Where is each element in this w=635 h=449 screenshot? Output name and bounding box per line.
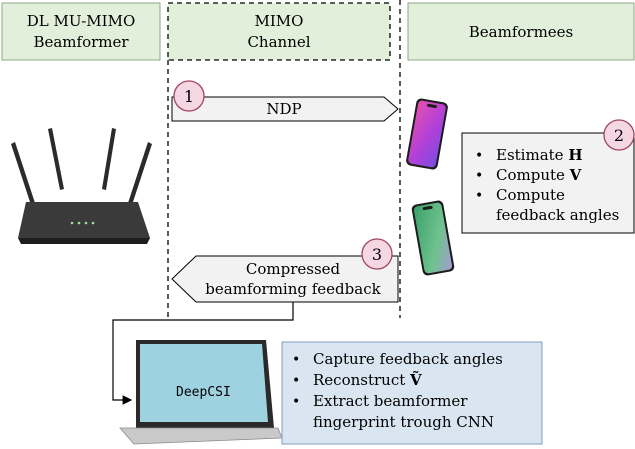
- step2-number: 2: [614, 126, 624, 145]
- estimate-h-text: Estimate: [496, 146, 568, 164]
- extract-fingerprint-line1: Extract beamformer: [313, 392, 468, 410]
- reconstruct-v-text: Reconstruct: [313, 371, 410, 389]
- laptop-screen-label: DeepCSI: [176, 385, 231, 400]
- estimate-h-item: Estimate H: [496, 146, 583, 164]
- connector-arrow: [112, 302, 294, 405]
- ndp-arrow: NDP: [171, 96, 399, 122]
- bullet: •: [475, 168, 483, 184]
- router-icon: [11, 128, 152, 244]
- compute-angles-line1: Compute: [496, 186, 565, 204]
- matrix-h-symbol: H: [568, 146, 582, 164]
- reconstruct-v-item: Reconstruct Ṽ: [313, 370, 422, 389]
- step1-badge: 1: [173, 80, 205, 112]
- header-beamformer-line1: DL MU-MIMO: [27, 12, 136, 30]
- step2-badge: 2: [603, 119, 635, 151]
- deepcsi-box: • Capture feedback angles • Reconstruct …: [281, 341, 543, 445]
- header-channel-line2: Channel: [247, 33, 310, 51]
- feedback-label-line2: beamforming feedback: [205, 280, 381, 298]
- phone-icon-pink: [406, 98, 448, 170]
- matrix-v-tilde-symbol: Ṽ: [409, 370, 422, 389]
- step3-badge: 3: [361, 238, 393, 270]
- ndp-label: NDP: [266, 100, 301, 118]
- header-mimo-channel: MIMO Channel: [167, 2, 391, 61]
- header-channel-line1: MIMO: [255, 12, 304, 30]
- compute-angles-line2: feedback angles: [496, 206, 619, 224]
- header-beamformer-line2: Beamformer: [33, 33, 129, 51]
- bullet: •: [292, 394, 300, 410]
- beamformee-box: • Estimate H • Compute V • Compute feedb…: [461, 132, 635, 234]
- header-beamformer: DL MU-MIMO Beamformer: [1, 2, 161, 61]
- extract-fingerprint-line2: fingerprint trough CNN: [313, 413, 494, 431]
- feedback-arrow: Compressed beamforming feedback: [171, 255, 399, 303]
- bullet: •: [292, 373, 300, 389]
- laptop-icon: DeepCSI: [119, 340, 283, 445]
- capture-angles-item: Capture feedback angles: [313, 350, 503, 368]
- bullet: •: [475, 148, 483, 164]
- feedback-label-line1: Compressed: [246, 260, 341, 278]
- compute-v-item: Compute V: [496, 166, 582, 184]
- header-beamformees: Beamformees: [407, 2, 635, 61]
- phone-icon-green: [411, 200, 455, 276]
- step1-number: 1: [184, 87, 194, 106]
- header-beamformees-label: Beamformees: [469, 23, 574, 41]
- step3-number: 3: [372, 245, 382, 264]
- matrix-v-symbol: V: [569, 166, 582, 184]
- bullet: •: [475, 188, 483, 204]
- compute-v-text: Compute: [496, 166, 570, 184]
- bullet: •: [292, 352, 300, 368]
